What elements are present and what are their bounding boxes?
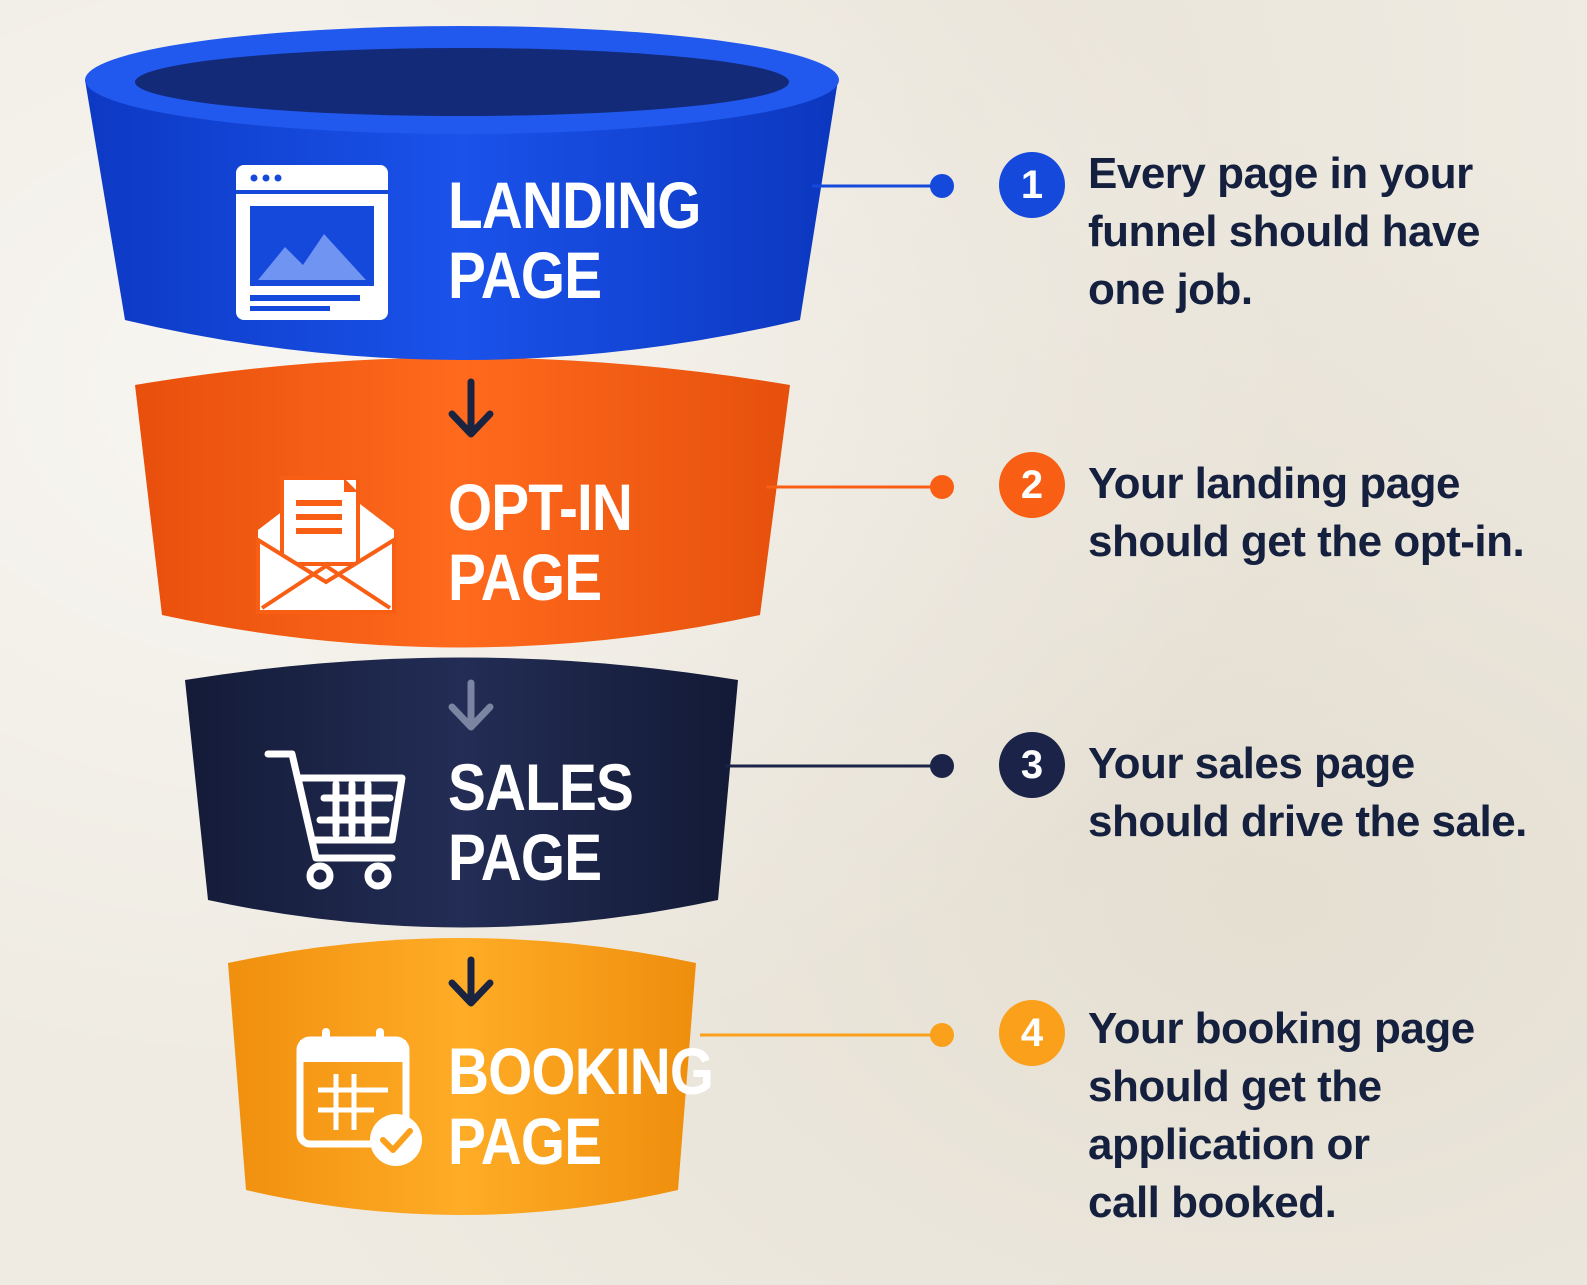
stage-title-line1: SALES	[448, 750, 634, 824]
description-line: funnel should have	[1088, 207, 1480, 256]
stage-title-line1: OPT-IN	[448, 470, 633, 544]
description-line: call booked.	[1088, 1178, 1337, 1227]
shopping-cart-icon	[264, 750, 406, 890]
stage-label-landing: LANDING PAGE	[448, 170, 701, 310]
description-line: Every page in your	[1088, 149, 1473, 198]
description-line: should get the opt-in.	[1088, 517, 1525, 566]
description-line: Your landing page	[1088, 459, 1461, 508]
stage-title-line2: PAGE	[448, 540, 602, 614]
envelope-letter-icon	[256, 476, 396, 614]
description-line: Your sales page	[1088, 739, 1415, 788]
step-number-badge: 1	[999, 152, 1065, 218]
step-description: Your sales page should drive the sale.	[1088, 735, 1527, 851]
down-arrow-icon	[448, 378, 494, 438]
down-arrow-icon	[448, 956, 494, 1007]
step-description: Your landing page should get the opt-in.	[1088, 455, 1525, 571]
stage-title-line1: LANDING	[448, 168, 701, 242]
stage-label-booking: BOOKING PAGE	[448, 1034, 714, 1178]
stage-title-line2: PAGE	[448, 1104, 602, 1178]
stage-title-line2: PAGE	[448, 820, 602, 894]
description-line: Your booking page	[1088, 1004, 1475, 1053]
step-number-badge: 2	[999, 452, 1065, 518]
connector-line	[812, 174, 954, 198]
step-number-badge: 4	[999, 1000, 1065, 1066]
connector-line	[766, 475, 954, 499]
connector-line	[700, 1023, 954, 1047]
stage-title-line2: PAGE	[448, 238, 602, 312]
step-number-badge: 3	[999, 732, 1065, 798]
calendar-check-icon	[296, 1028, 422, 1166]
stage-title-line1: BOOKING	[448, 1034, 714, 1108]
description-line: should get the	[1088, 1062, 1382, 1111]
description-line: should drive the sale.	[1088, 797, 1527, 846]
stage-label-sales: SALES PAGE	[448, 750, 634, 894]
down-arrow-icon	[448, 679, 494, 731]
step-description: Your booking page should get the applica…	[1088, 1000, 1475, 1232]
connector-line	[725, 754, 954, 778]
description-line: application or	[1088, 1120, 1370, 1169]
browser-window-icon	[236, 165, 388, 320]
step-description: Every page in your funnel should have on…	[1088, 145, 1480, 319]
stage-label-opt-in: OPT-IN PAGE	[448, 470, 633, 614]
description-line: one job.	[1088, 265, 1253, 314]
